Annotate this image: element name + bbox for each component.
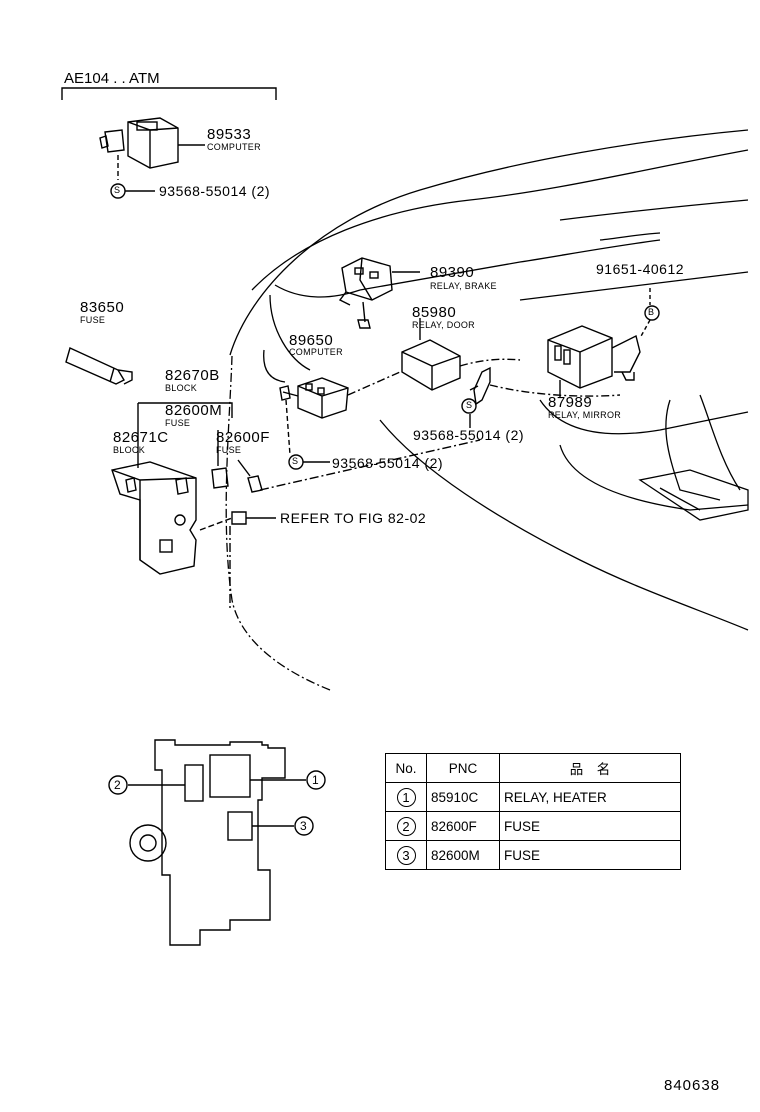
legend-no: 2 xyxy=(396,816,416,836)
legend-no: 1 xyxy=(396,787,416,807)
legend-table: No. PNC 品 名 1 85910C RELAY, HEATER 2 826… xyxy=(385,753,681,870)
bracket-shape xyxy=(469,366,491,406)
legend-header-row: No. PNC 品 名 xyxy=(385,753,681,783)
legend-pnc: 85910C xyxy=(426,782,500,812)
desc-85980: RELAY, DOOR xyxy=(412,320,475,330)
bolt-shape xyxy=(199,511,276,610)
callout-1: 1 xyxy=(312,773,319,787)
model-label: AE104 . . ATM xyxy=(64,70,160,87)
legend-no: 3 xyxy=(396,845,416,865)
pnc-93568-top[interactable]: 93568-55014 (2) xyxy=(159,183,271,199)
pnc-93568-mid[interactable]: 93568-55014 (2) xyxy=(413,427,525,443)
legend-pnc: 82600M xyxy=(426,840,500,870)
fuse-82600m-shape xyxy=(211,430,229,489)
pnc-89390[interactable]: 89390 xyxy=(430,264,475,281)
desc-82600f: FUSE xyxy=(216,445,242,455)
block-82671c-shape xyxy=(111,461,197,575)
legend-row[interactable]: 3 82600M FUSE xyxy=(385,840,681,870)
screw-marker-top: S xyxy=(114,185,121,195)
relay-89390-shape xyxy=(338,257,420,329)
fuse-83650-shape xyxy=(65,347,133,385)
pnc-82670b[interactable]: 82670B xyxy=(165,367,220,384)
refer-note[interactable]: REFER TO FIG 82-02 xyxy=(280,510,427,526)
legend-name: FUSE xyxy=(499,811,681,841)
desc-82600m: FUSE xyxy=(165,418,191,428)
pnc-87989[interactable]: 87989 xyxy=(548,394,593,411)
legend-row[interactable]: 1 85910C RELAY, HEATER xyxy=(385,782,681,812)
pnc-83650[interactable]: 83650 xyxy=(80,299,125,316)
bolt-marker: B xyxy=(648,307,655,317)
desc-89533: COMPUTER xyxy=(207,142,261,152)
legend-header-no: No. xyxy=(385,753,427,783)
callout-2: 2 xyxy=(114,778,121,792)
figure-number: 840638 xyxy=(664,1077,721,1094)
legend-name: FUSE xyxy=(499,840,681,870)
pnc-89533[interactable]: 89533 xyxy=(207,126,252,143)
relay-87989-shape xyxy=(489,288,651,398)
desc-82671c: BLOCK xyxy=(113,445,146,455)
legend-header-name: 品 名 xyxy=(499,753,681,783)
callout-lines xyxy=(108,770,326,836)
model-bracket xyxy=(61,87,277,100)
legend-pnc: 82600F xyxy=(426,811,500,841)
relay-85980-shape xyxy=(401,318,521,391)
pnc-93568-low[interactable]: 93568-55014 (2) xyxy=(332,455,444,471)
pnc-85980[interactable]: 85980 xyxy=(412,304,457,321)
pnc-91651[interactable]: 91651-40612 xyxy=(596,261,685,277)
pnc-82671c[interactable]: 82671C xyxy=(113,429,169,446)
screw-marker-low: S xyxy=(292,456,299,466)
block-bracket xyxy=(137,402,233,468)
computer-89650-shape xyxy=(279,371,401,456)
pnc-82600f[interactable]: 82600F xyxy=(216,429,270,446)
junction-block-plan xyxy=(129,739,286,946)
legend-header-pnc: PNC xyxy=(426,753,500,783)
gear-shifter xyxy=(638,394,749,521)
callout-3: 3 xyxy=(300,819,307,833)
legend-name: RELAY, HEATER xyxy=(499,782,681,812)
pnc-89650[interactable]: 89650 xyxy=(289,332,334,349)
desc-89650: COMPUTER xyxy=(289,347,343,357)
fuse-82600f-shape xyxy=(237,459,263,493)
computer-89533-shape xyxy=(99,117,205,180)
pnc-82600m[interactable]: 82600M xyxy=(165,402,223,419)
desc-89390: RELAY, BRAKE xyxy=(430,281,497,291)
legend-row[interactable]: 2 82600F FUSE xyxy=(385,811,681,841)
screw-marker-mid: S xyxy=(466,400,473,410)
desc-82670b: BLOCK xyxy=(165,383,198,393)
desc-83650: FUSE xyxy=(80,315,106,325)
dashboard-outline xyxy=(225,129,749,691)
desc-87989: RELAY, MIRROR xyxy=(548,410,622,420)
